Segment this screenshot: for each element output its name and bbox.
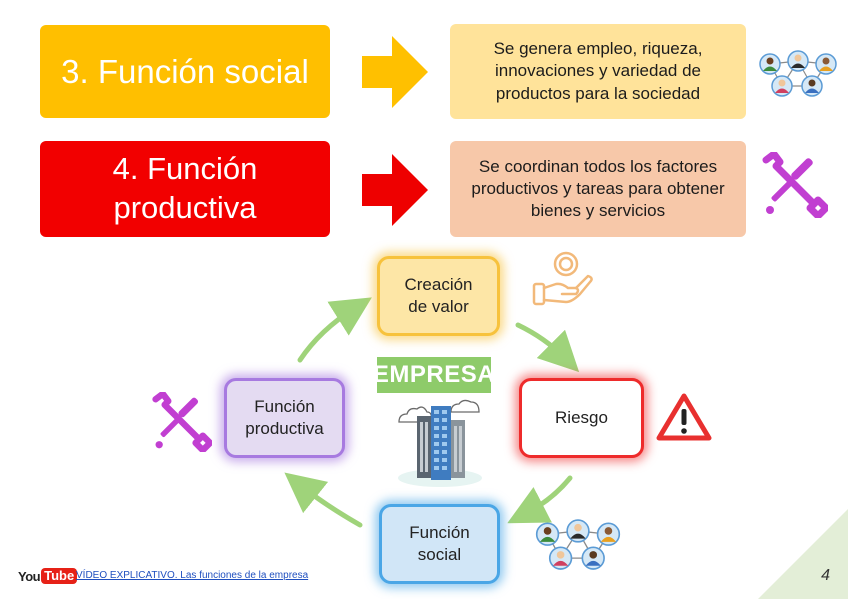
tools-icon [150, 392, 212, 452]
money-hand-icon [530, 250, 596, 308]
node-riesgo: Riesgo [519, 378, 644, 458]
node-productiva-line1: Función [245, 396, 323, 418]
node-riesgo-label: Riesgo [555, 407, 608, 429]
node-creacion-line1: Creación [404, 274, 472, 296]
building-icon [395, 394, 485, 488]
empresa-label-box: EMPRESA [377, 357, 491, 393]
video-link[interactable]: VÍDEO EXPLICATIVO. Las funciones de la e… [76, 570, 308, 581]
node-funcion-productiva: Función productiva [224, 378, 345, 458]
node-creacion-line2: de valor [404, 296, 472, 318]
empresa-label: EMPRESA [373, 361, 495, 389]
youtube-logo[interactable]: You Tube [18, 567, 77, 585]
warning-icon [656, 392, 712, 442]
corner-decoration [758, 509, 848, 599]
node-social-line1: Función [409, 522, 469, 544]
node-productiva-line2: productiva [245, 418, 323, 440]
page-number: 4 [821, 567, 830, 585]
people-network-icon [528, 516, 628, 572]
node-social-line2: social [409, 544, 469, 566]
youtube-logo-tube: Tube [41, 568, 77, 584]
node-funcion-social: Función social [379, 504, 500, 584]
node-creacion-de-valor: Creación de valor [377, 256, 500, 336]
youtube-logo-you: You [18, 569, 40, 584]
